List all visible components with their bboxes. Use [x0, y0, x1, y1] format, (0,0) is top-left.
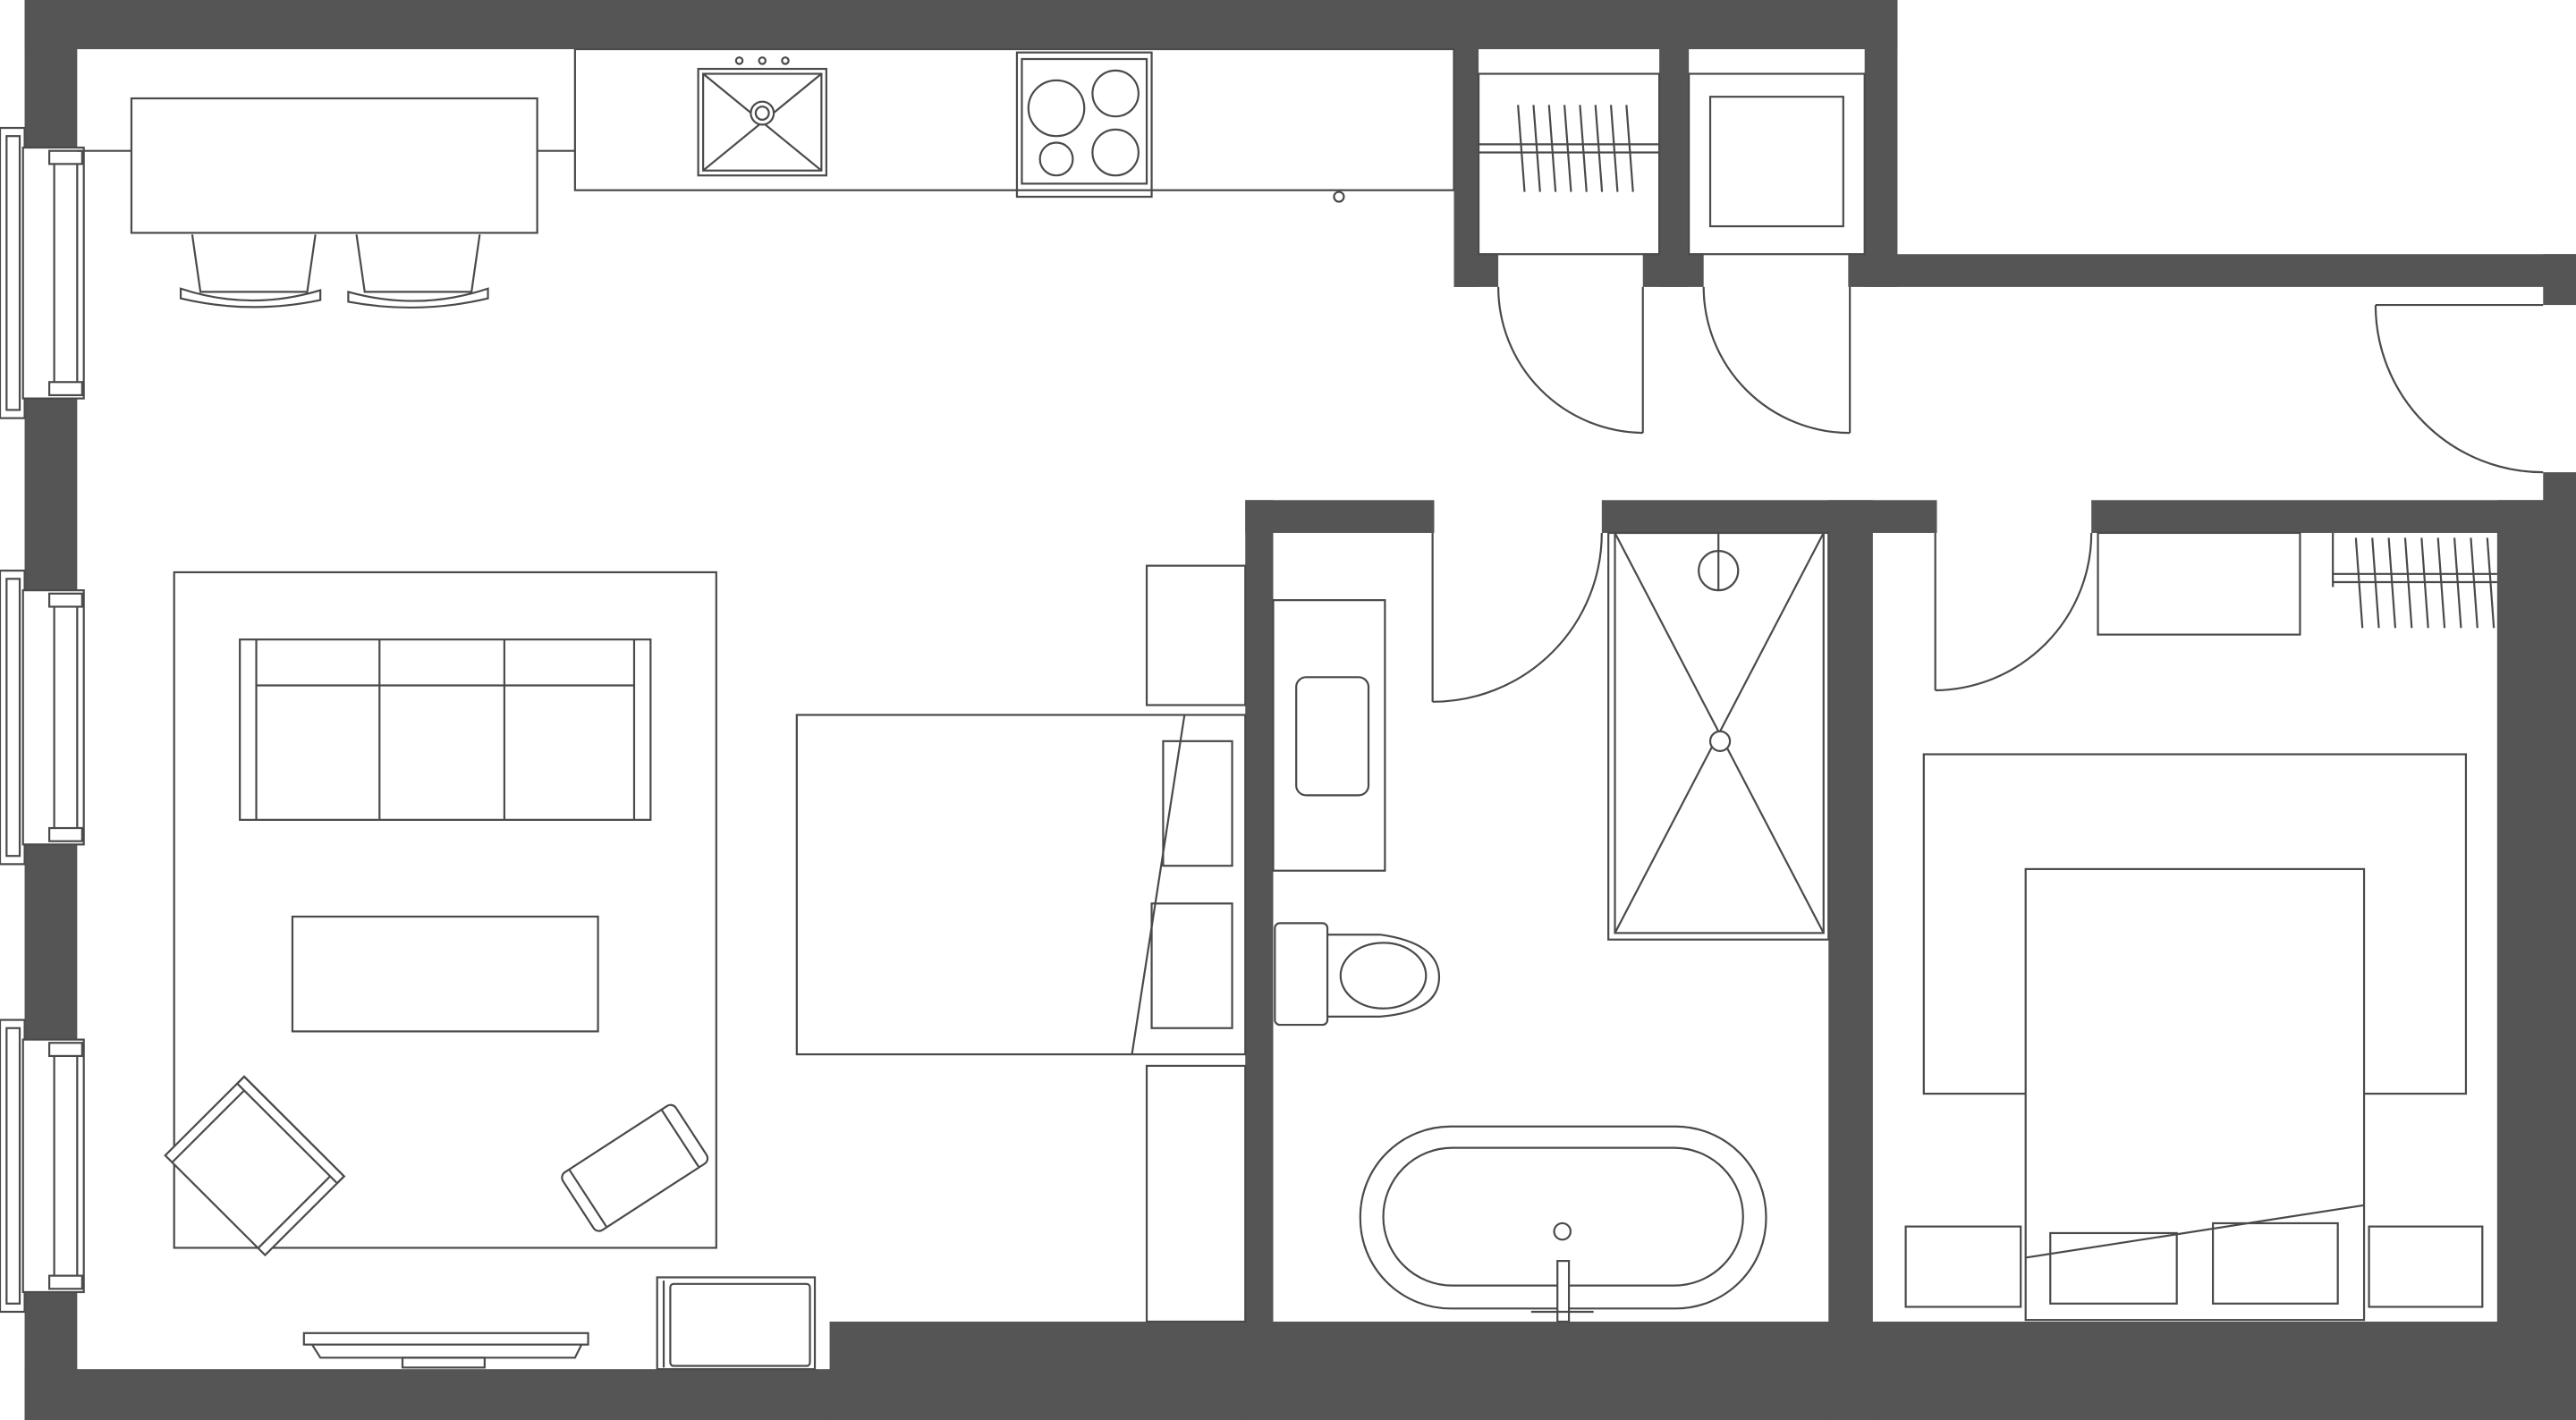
wall-bottom-right — [829, 1321, 2576, 1420]
vanity — [1272, 599, 1386, 872]
bathtub-icon — [1359, 1125, 1767, 1323]
shower-icon — [1607, 531, 1830, 941]
closet-shelf — [1708, 96, 1844, 228]
sofa — [239, 638, 652, 821]
door-closet-2[interactable] — [1702, 286, 1852, 435]
dining-chair — [347, 234, 489, 309]
hangers-icon — [1517, 105, 1634, 192]
window — [0, 126, 85, 419]
window — [0, 1019, 85, 1314]
wall-corridor-top — [1848, 254, 2576, 287]
door-bedroom[interactable] — [1934, 532, 2093, 692]
toilet-icon — [1274, 922, 1441, 1027]
dining-chair — [179, 234, 322, 309]
armchair — [561, 1103, 709, 1232]
wall-bath-left — [1245, 500, 1274, 1420]
wall-bedroom-right — [2496, 500, 2576, 1420]
wall-bottom-left — [24, 1369, 846, 1420]
armchair — [164, 1075, 346, 1257]
rug — [173, 571, 717, 1249]
wall-entry-right-top — [2543, 254, 2576, 306]
window — [0, 570, 85, 866]
dresser — [2097, 531, 2301, 636]
closets — [1477, 72, 1866, 256]
living-room — [164, 564, 1247, 1371]
sink-icon — [697, 56, 827, 177]
bathroom — [1272, 531, 1830, 1323]
wall-bath-right — [1828, 500, 1873, 1420]
wall-closet-divider — [1659, 49, 1690, 287]
wall-bath-top-left — [1245, 500, 1435, 533]
dining-table — [130, 97, 538, 234]
door-closet-1[interactable] — [1497, 286, 1644, 435]
wall-closet-left-bottom — [1453, 254, 1499, 287]
basin-icon — [1295, 676, 1370, 797]
kitchen — [77, 47, 1455, 309]
wall-closet-left — [1453, 49, 1479, 287]
kitchen-counter — [573, 47, 1455, 191]
wall-bedroom-top — [2091, 500, 2576, 533]
doors — [1431, 286, 2544, 703]
wall-closet-right — [1864, 0, 1898, 287]
bedroom — [1904, 531, 2497, 1322]
hangers-icon — [2354, 537, 2496, 629]
nightstand — [1145, 564, 1247, 706]
stove-icon — [1015, 51, 1153, 199]
door-entry[interactable] — [2374, 303, 2544, 474]
wall-bath-top-right — [1601, 500, 1937, 533]
door-bathroom[interactable] — [1431, 532, 1603, 703]
nightstand — [1904, 1225, 2022, 1308]
wall-closet-mid-bottom — [1642, 254, 1704, 287]
tv-unit — [302, 1331, 589, 1369]
coffee-table — [291, 915, 599, 1033]
bed — [2024, 867, 2366, 1322]
wall-top — [24, 0, 1898, 50]
nightstand — [2368, 1225, 2484, 1308]
bed — [795, 714, 1247, 1056]
side-cabinet — [656, 1276, 817, 1371]
windows — [0, 126, 85, 1314]
nightstand — [1145, 1064, 1247, 1323]
